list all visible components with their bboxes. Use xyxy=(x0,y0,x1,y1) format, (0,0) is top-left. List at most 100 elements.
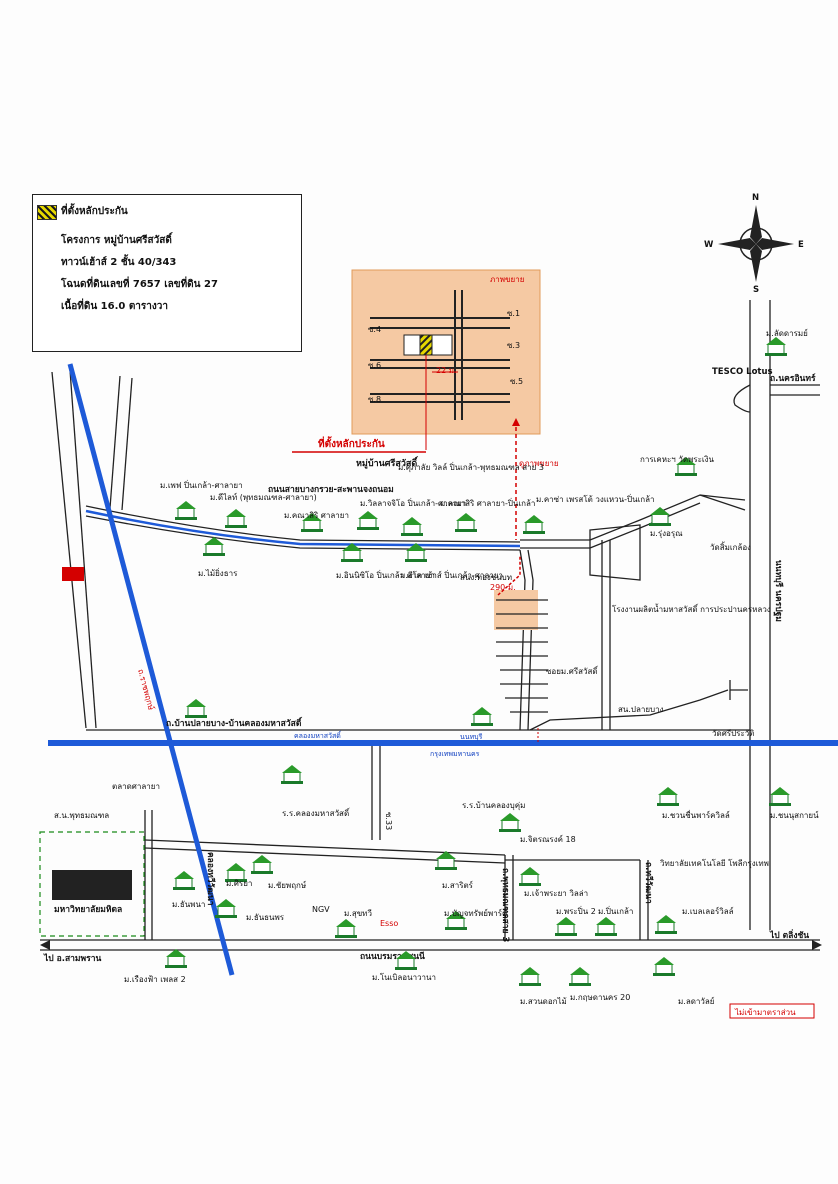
village-house-icon xyxy=(519,867,541,886)
village-house-icon xyxy=(595,917,617,936)
village-house-icon xyxy=(657,787,679,806)
place-labels: ม.เพฟ ปิ่นเกล้า-ศาลายา ม.ดีไลท์ (พุทธมณฑ… xyxy=(54,328,819,1006)
place-label: ม.ชัยพฤกษ์ xyxy=(268,880,306,890)
place-label: ม.วิลลาจจิโอ ปิ่นเกล้า-ศาลายา xyxy=(360,497,466,508)
red-marker-icon xyxy=(62,567,84,581)
village-house-icon xyxy=(653,957,675,976)
village-house-icon xyxy=(455,513,477,532)
hatch-legend-icon xyxy=(37,205,57,220)
legend-project: โครงการ หมู่บ้านศรีสวัสดิ์ xyxy=(61,235,172,246)
place-label: ม.คณาสิริ ศาลายา xyxy=(284,511,349,520)
scale-note-box xyxy=(729,1003,815,1019)
village-house-icon xyxy=(499,813,521,832)
legend-area: เนื้อที่ดิน 16.0 ตารางวา xyxy=(61,301,169,312)
village-house-icon xyxy=(341,543,363,562)
village-house-icon xyxy=(335,919,357,938)
village-house-icon xyxy=(173,871,195,890)
road-phutthamonthon-3: ถ.พุทธมณฑลสาย 3 xyxy=(500,868,510,942)
legend-title: ที่ตั้งหลักประกัน xyxy=(61,206,128,217)
inset-soi-6: ซ.6 xyxy=(368,361,381,370)
village-house-icon xyxy=(675,457,697,476)
place-label: NGV xyxy=(312,905,330,914)
label-nonthaburi: นนทบุรี xyxy=(460,733,483,741)
place-label: ม.เรืองฟ้า เพลส 2 xyxy=(124,975,186,984)
road-nonthaburi-vertical: นนทบุรี นครปฐม xyxy=(773,560,784,622)
callout-label: ที่ตั้งหลักประกัน xyxy=(318,436,385,450)
road-to-sam-phran: ไป อ.สามพราน xyxy=(43,953,101,964)
village-house-icon xyxy=(225,863,247,882)
compass-w: W xyxy=(704,240,714,250)
place-label: ม.คณาสิริ ศาลายา-ปิ่นเกล้า xyxy=(440,497,535,508)
distance-290: 290 ม. xyxy=(490,583,516,592)
compass-e: E xyxy=(798,240,804,250)
compass-rose-icon: N S E W xyxy=(704,193,804,295)
place-label: ม.ดีไลท์ (พุทธมณฑล-ศาลายา) xyxy=(210,492,317,502)
village-house-icon xyxy=(251,855,273,874)
legend-deed: โฉนดที่ดินเลขที่ 7657 เลขที่ดิน 27 xyxy=(61,279,218,290)
road-bang-kruai: ถนนสายบางกรวย-สะพานจงถนอม xyxy=(268,485,394,495)
legend-box: ที่ตั้งหลักประกัน โครงการ หมู่บ้านศรีสวั… xyxy=(32,194,302,352)
village-icons xyxy=(165,337,791,986)
village-house-icon xyxy=(175,501,197,520)
inset-soi-8: ซ.8 xyxy=(368,395,381,404)
place-label: ม.บัญจทรัพย์พาร์ค xyxy=(444,908,507,918)
place-label: ม.ศุภาลัย วิลล์ ปิ่นเกล้า-พุทธมณฑล สาย 3 xyxy=(398,461,544,472)
place-label: ส.น.พุทธมณฑล xyxy=(54,811,109,820)
place-label: ม.ลัดดารมย์ xyxy=(766,328,808,338)
place-label: สนง.ทองซนบท xyxy=(460,573,512,582)
west-arrow-icon xyxy=(40,940,50,950)
road-soi-33: ซ.33 xyxy=(384,812,393,830)
place-label: ม.พระปิ่น 2 xyxy=(556,905,596,916)
village-house-icon xyxy=(655,915,677,934)
place-label: วัดศรีประวัติ xyxy=(712,729,754,738)
place-label: สน.ปลายบาง xyxy=(618,705,664,714)
village-house-icon xyxy=(649,507,671,526)
place-label: ม.เจ้าพระยา วิลล่า xyxy=(524,889,588,898)
road-pak-bang-khlong: ถ.บ้านปลายบาง-บ้านคลองมหาสวัสดิ์ xyxy=(166,716,303,729)
compass-n: N xyxy=(752,193,759,203)
place-label: ม.คาซ่า เพรสโต้ วงแหวน-ปิ่นเกล้า xyxy=(536,493,655,504)
village-house-icon xyxy=(445,911,467,930)
place-label: ร.ร.บ้านคลองบุคุ่ม xyxy=(462,801,525,810)
place-label: ม.ชนนุสกายน์ xyxy=(770,810,819,820)
canals xyxy=(48,363,838,976)
place-label: ม.สวนดอกไม้ xyxy=(520,997,567,1006)
village-house-icon xyxy=(225,509,247,528)
place-label: ม.สาริตร์ xyxy=(442,880,474,890)
place-label: มหาวิทยาลัยมหิดล xyxy=(54,904,122,915)
place-label: ม.เบลเลอร์วิลล์ xyxy=(682,906,734,916)
place-label: ม.ธันพนา xyxy=(172,900,205,909)
callout-village: หมู่บ้านศรีสวัสดิ์ xyxy=(356,456,419,469)
inset-soi-4: ซ.4 xyxy=(368,325,381,334)
village-house-icon xyxy=(523,515,545,534)
place-label: Esso xyxy=(380,919,398,928)
road-boromrat: ถนนบรมราชชนนี xyxy=(360,951,425,962)
place-label: ม.รุ่งอรุณ xyxy=(650,529,683,538)
scale-note: ไม่เข้ามาตราส่วน xyxy=(734,1008,796,1017)
place-label: วิทยาลัยเทคโนโลยี โพลีกรุงเทพ xyxy=(659,858,768,868)
label-bangkok: กรุงเทพมหานคร xyxy=(430,750,480,758)
village-house-icon xyxy=(405,543,427,562)
village-house-icon xyxy=(357,511,379,530)
inset-zoom-panel: ภาพขยาย 22 ม. ซ.1 ซ.3 ซ.5 ซ.4 ซ.6 ซ.8 xyxy=(351,269,541,435)
tesco-lotus-label: TESCO Lotus xyxy=(712,367,773,377)
legend-townhouse: ทาวน์เฮ้าส์ 2 ชั้น 40/343 xyxy=(61,257,177,268)
collateral-plot-marker xyxy=(419,334,433,356)
village-house-icon xyxy=(555,917,577,936)
place-label: ม.ปิ่นเกล้า xyxy=(598,905,633,916)
road-thawi-watthana: ถ.ทวีวัฒนา xyxy=(643,862,654,904)
village-house-icon xyxy=(765,337,787,356)
place-label: โรงงานผลิตน้ำมหาสวัสดิ์ การประปานครหลวง xyxy=(612,603,771,614)
place-label: ม.โนเบิลอนาวานา xyxy=(372,972,436,982)
village-house-icon xyxy=(395,951,417,970)
compass-s: S xyxy=(753,285,759,295)
village-house-icon xyxy=(165,949,187,968)
village-house-icon xyxy=(569,967,591,986)
village-soi-ladder xyxy=(494,590,548,713)
place-label: ร.ร.คลองมหาสวัสดิ์ xyxy=(282,807,351,818)
road-nakhon-in: ถ.นครอินทร์ xyxy=(770,373,816,384)
village-house-icon xyxy=(281,765,303,784)
zoom-arrow-icon xyxy=(512,418,520,426)
